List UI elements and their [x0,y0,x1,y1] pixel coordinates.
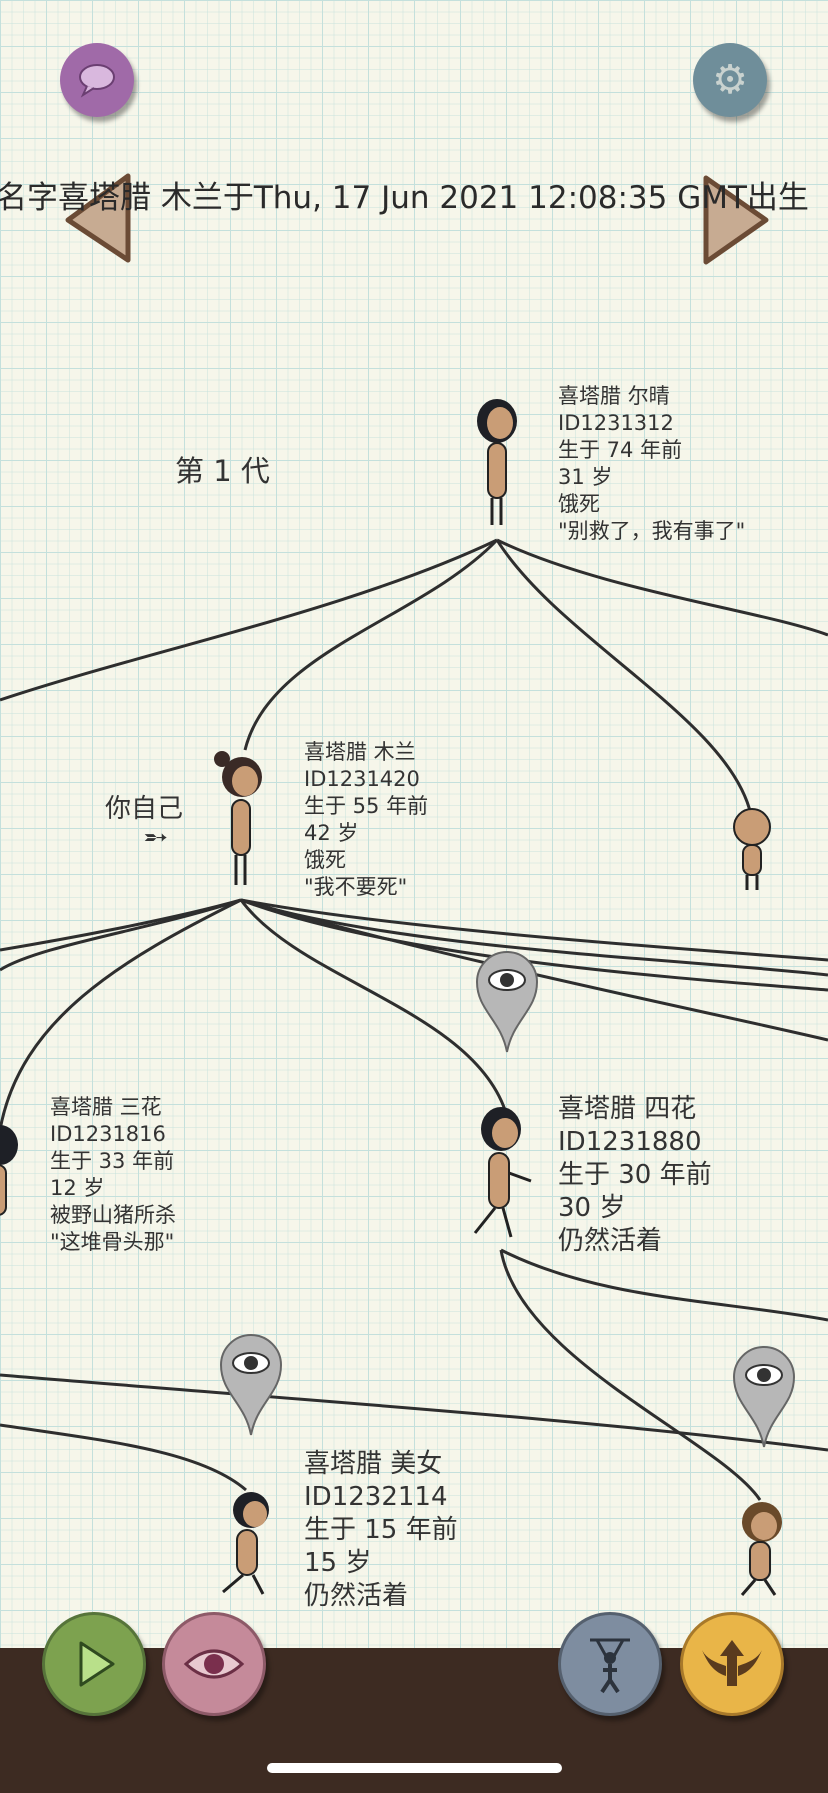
eye-pin-icon[interactable] [219,1333,283,1438]
person-age: 31 岁 [558,465,613,489]
self-arrow-icon: ➵ [143,820,169,855]
person-quote: "我不要死" [304,875,408,899]
person-born: 生于 55 年前 [304,794,429,818]
person-id: ID1231420 [304,767,420,791]
person-id: ID1231816 [50,1122,166,1146]
person-age: 42 岁 [304,821,359,845]
person-info-meinv: 喜塔腊 美女 ID1232114 生于 15 年前 15 岁 仍然活着 [304,1448,458,1613]
previous-arrow-button[interactable] [60,170,135,265]
person-quote: "别救了，我有事了" [558,519,746,543]
person-age: 15 岁 [304,1548,372,1578]
ancestors-button[interactable] [680,1612,784,1716]
person-age: 30 岁 [558,1193,626,1223]
puppet-button[interactable] [558,1612,662,1716]
person-id: ID1232114 [304,1482,448,1512]
person-name: 喜塔腊 木兰 [304,740,416,764]
next-arrow-button[interactable] [698,172,773,267]
person-status: 被野山猪所杀 [50,1203,176,1227]
person-name: 喜塔腊 美女 [304,1449,443,1479]
person-age: 12 岁 [50,1176,105,1200]
person-info-mulan: 喜塔腊 木兰 ID1231420 生于 55 年前 42 岁 饿死 "我不要死" [304,739,428,901]
character-child-2[interactable] [730,1500,790,1600]
person-born: 生于 74 年前 [558,438,683,462]
chat-button[interactable] [60,43,134,117]
speech-bubble-icon [79,64,115,98]
person-status: 仍然活着 [558,1226,663,1256]
person-info-erqing: 喜塔腊 尔晴 ID1231312 生于 74 年前 31 岁 饿死 "别救了，我… [558,383,745,545]
person-name: 喜塔腊 尔晴 [558,384,670,408]
character-child[interactable] [730,805,775,890]
gear-icon: ⚙ [712,57,748,103]
person-quote: "这堆骨头那" [50,1230,175,1254]
person-id: ID1231880 [558,1127,702,1157]
character-sanhua[interactable] [0,1125,20,1245]
person-name: 喜塔腊 三花 [50,1095,162,1119]
birth-info-text: 名字喜塔腊 木兰于Thu, 17 Jun 2021 12:08:35 GMT出生 [0,180,809,216]
play-icon [79,1641,115,1687]
view-button[interactable] [162,1612,266,1716]
person-status: 饿死 [558,492,600,516]
person-status: 饿死 [304,848,346,872]
generation-label: 第 1 代 [175,454,270,488]
character-mulan[interactable] [210,745,270,890]
character-erqing[interactable] [470,393,525,533]
self-label: 你自己 [105,794,184,824]
eye-pin-icon[interactable] [475,950,539,1055]
settings-button[interactable]: ⚙ [693,43,767,117]
play-button[interactable] [42,1612,146,1716]
person-info-sanhua: 喜塔腊 三花 ID1231816 生于 33 年前 12 岁 被野山猪所杀 "这… [50,1094,176,1256]
winged-arrow-icon [702,1640,762,1686]
home-indicator[interactable] [267,1763,562,1773]
person-born: 生于 33 年前 [50,1149,175,1173]
person-born: 生于 15 年前 [304,1515,458,1545]
person-id: ID1231312 [558,411,674,435]
person-name: 喜塔腊 四花 [558,1094,697,1124]
person-status: 仍然活着 [304,1581,409,1611]
character-meinv[interactable] [215,1490,285,1600]
character-sihua[interactable] [465,1105,540,1245]
person-born: 生于 30 年前 [558,1160,712,1190]
puppet-icon [590,1638,630,1694]
person-info-sihua: 喜塔腊 四花 ID1231880 生于 30 年前 30 岁 仍然活着 [558,1093,712,1258]
eye-icon [183,1649,245,1679]
eye-pin-icon[interactable] [732,1345,796,1450]
